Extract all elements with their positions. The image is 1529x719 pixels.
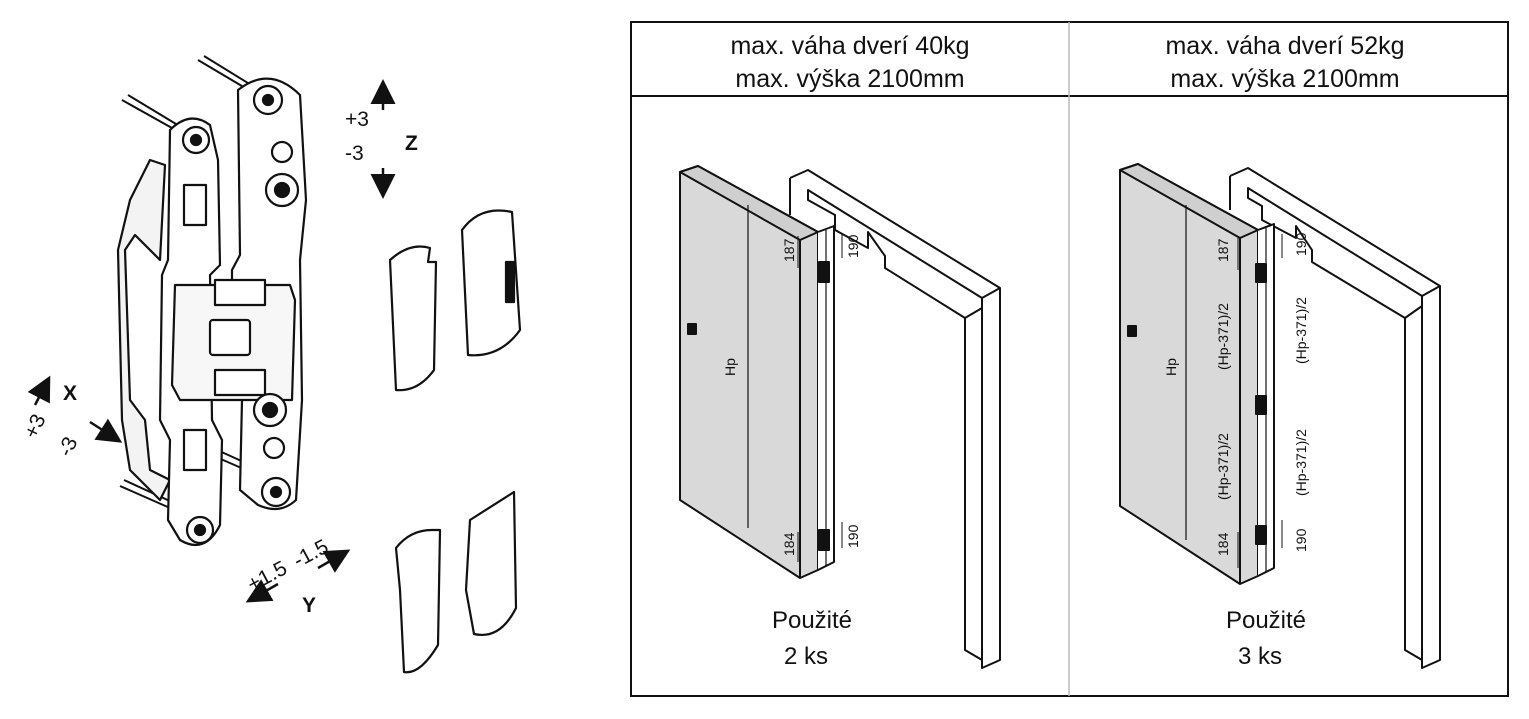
axis-x-minus: -3: [54, 433, 83, 460]
cover-cap-top-right: [460, 209, 522, 357]
cover-caps: [388, 209, 522, 674]
col2-door-handle: [1127, 325, 1137, 337]
col1-hinge-bottom: [818, 529, 830, 551]
col1-dim-bottom-leaf: 184: [781, 532, 797, 556]
col2-dim-mid-leaf-bottom: (Hp-371)/2: [1215, 433, 1231, 500]
col1-door-handle: [687, 323, 697, 335]
col1-door-diagram: [679, 165, 1001, 669]
col2-dim-mid-frame-bottom: (Hp-371)/2: [1293, 429, 1309, 496]
adjust-screw-bottom: [262, 436, 286, 460]
slot-upper-left: [182, 183, 208, 227]
col1-dim-top-leaf: 187: [781, 238, 797, 262]
col2-hinge-middle: [1255, 395, 1267, 415]
col1-dim-top-frame: 190: [845, 234, 861, 258]
hinge-back-plate: [116, 158, 172, 502]
axis-x-label: X: [63, 382, 77, 405]
col1-hinge-top: [818, 261, 830, 283]
col1-door-frame: [789, 169, 1001, 669]
cover-cap-bottom-left: [394, 528, 442, 674]
axis-y-minus: -1.5: [290, 535, 333, 572]
col1-header-weight: max. váha dverí 40kg: [730, 32, 969, 60]
col2-dim-mid-frame-top: (Hp-371)/2: [1293, 297, 1309, 364]
axis-y: +1.5 -1.5 Y: [244, 535, 351, 617]
col2-door-frame: [1229, 167, 1441, 669]
axis-x-plus: +3: [20, 411, 51, 442]
col2-hinge-bottom: [1255, 525, 1267, 545]
spec-table: max. váha dverí 40kg max. výška 2100mm m…: [630, 21, 1509, 697]
axis-z-plus: +3: [345, 108, 369, 131]
col2-caption-used: Použité: [1226, 607, 1306, 634]
slot-lower-left: [182, 428, 208, 472]
col1-caption-count: 2 ks: [784, 643, 828, 670]
col1-dim-height: Hp: [722, 358, 738, 376]
axis-x: X +3 -3: [20, 375, 123, 460]
col2-door-diagram: [1119, 163, 1441, 669]
axis-z: +3 -3 Z: [345, 79, 418, 199]
cover-cap-top-left: [388, 245, 438, 392]
axis-z-minus: -3: [345, 142, 364, 165]
hinge-illustration: [116, 55, 308, 547]
col1-header-height: max. výška 2100mm: [735, 65, 964, 93]
adjust-screw-top: [270, 140, 294, 164]
cover-cap-bottom-right: [464, 490, 518, 637]
cover-cap-logo: [504, 260, 516, 304]
col2-dim-mid-leaf-top: (Hp-371)/2: [1215, 303, 1231, 370]
col2-dim-bottom-frame: 190: [1293, 528, 1309, 552]
col2-header-height: max. výška 2100mm: [1170, 65, 1399, 93]
col2-dim-bottom-leaf: 184: [1215, 532, 1231, 556]
axis-y-label: Y: [302, 594, 316, 617]
hinge-joint-block: [208, 318, 252, 357]
col2-dim-top-frame: 190: [1293, 232, 1309, 256]
hinge-link-top: [213, 278, 267, 307]
hinge-link-bottom: [213, 368, 267, 397]
col2-caption-count: 3 ks: [1238, 643, 1282, 670]
col2-dim-height: Hp: [1163, 358, 1179, 376]
col1-caption-used: Použité: [772, 607, 852, 634]
col2-dim-top-leaf: 187: [1215, 238, 1231, 262]
axis-z-label: Z: [405, 132, 418, 155]
col1-dim-bottom-frame: 190: [845, 524, 861, 548]
col2-hinge-top: [1255, 263, 1267, 283]
col2-header-weight: max. váha dverí 52kg: [1165, 32, 1404, 60]
